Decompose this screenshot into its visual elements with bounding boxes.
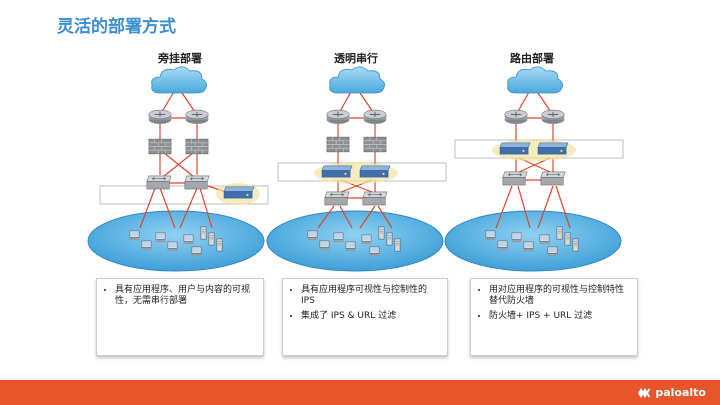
lan-ellipse-tap [87,210,265,272]
bullet-item: 集成了 IPS & URL 过滤 [301,311,439,322]
bullet-item: 具有应用程序可视性与控制性的IPS [301,285,439,307]
lan-ellipse-routed [444,210,622,272]
column-heading-routed: 路由部署 [510,52,554,65]
deployment-diagram [87,66,624,272]
footer-bar: paloalto [0,380,720,405]
page-title: 灵活的部署方式 [57,17,176,37]
bullet-item: 具有应用程序、用户与内容的可视性，无需串行部署 [115,285,255,307]
description-box-routed: 用对应用程序的可视性与控制特性替代防火墙 防火墙+ IPS + URL 过滤 [470,278,638,356]
brand-name: paloalto [655,386,706,399]
paloalto-logo: paloalto [637,386,706,399]
bullet-item: 用对应用程序的可视性与控制特性替代防火墙 [489,285,629,307]
lan-ellipse-vwire [266,210,444,272]
description-box-tap: 具有应用程序、用户与内容的可视性，无需串行部署 [96,278,264,356]
paloalto-logo-icon [638,387,651,398]
routed-topology [484,66,579,257]
bullet-item: 防火墙+ IPS + URL 过滤 [489,311,629,322]
column-heading-tap: 旁挂部署 [158,52,202,65]
column-heading-vwire: 透明串行 [334,52,378,65]
tap-topology [128,66,260,257]
description-box-vwire: 具有应用程序可视性与控制性的IPS 集成了 IPS & URL 过滤 [282,278,448,356]
vwire-topology [306,66,401,257]
